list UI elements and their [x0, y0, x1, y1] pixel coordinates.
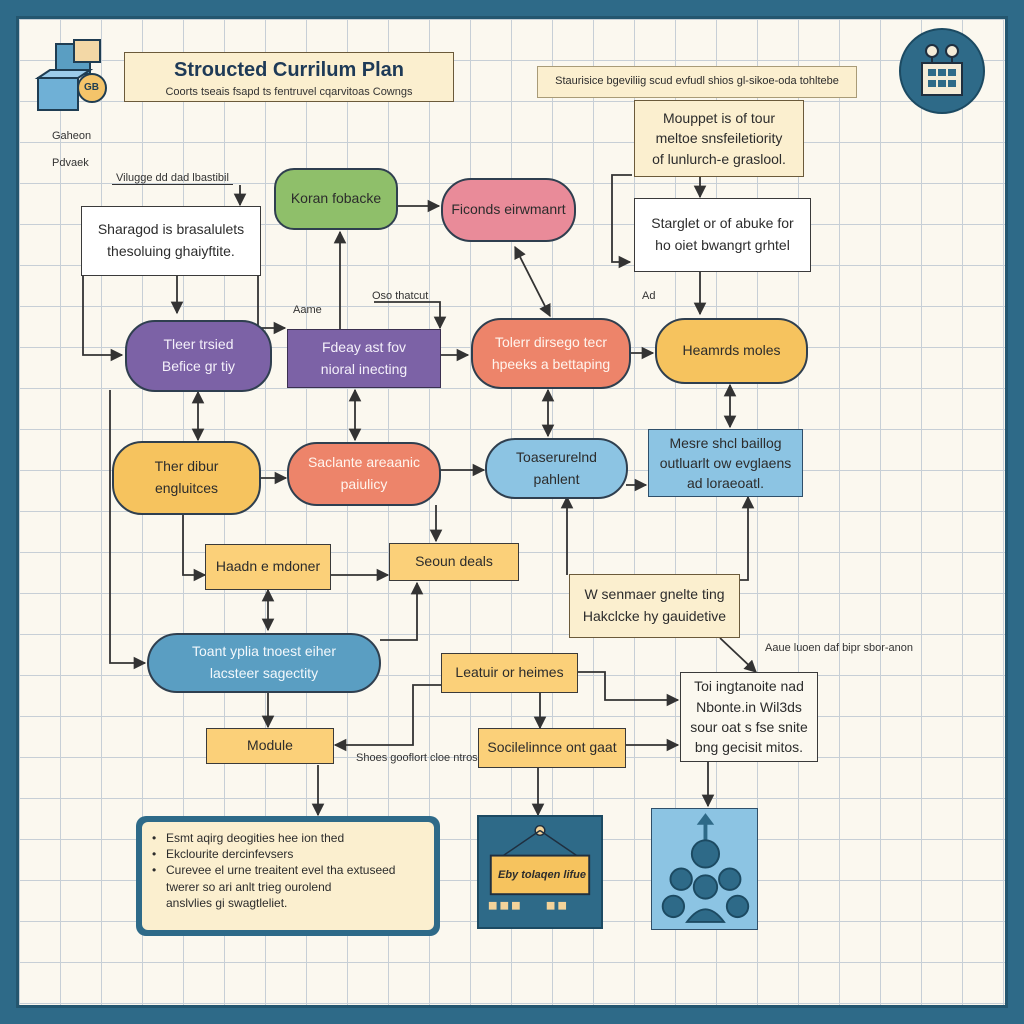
bracket-label: Ad	[642, 290, 656, 302]
node-blue-2: Toant yplia tnoest eiher lacsteer sagect…	[147, 633, 381, 693]
page-title: Stroucted Currilum Plan	[173, 58, 405, 81]
node-purple-2: Fdeay ast fov nioral inecting	[287, 329, 441, 388]
node-orange-2: Ther dibur engluitces	[112, 441, 261, 515]
label-mid: Shoes gooflort cloe ntrosce	[356, 752, 490, 764]
box-right-2: Toi ingtanoite nad Nbonte.in Wil3ds sour…	[680, 672, 818, 762]
node-purple-1: Tleer trsied Befice gr tiy	[125, 320, 272, 392]
node-orange-right: Heamrds moles	[655, 318, 808, 384]
side-label-2: Pdvaek	[52, 157, 89, 169]
list-item: •Ekclourite dercinfevsers	[152, 847, 294, 862]
label-right: Aaue luoen daf bipr sbor-anon	[765, 642, 913, 654]
sign-text: Eby tolaqen lifue	[497, 869, 586, 881]
bottom-list-panel: •Esmt aqirg deogities hee ion thed •Ekcl…	[136, 816, 440, 936]
note-right: Mouppet is of tour meltoe snsfeiletiorit…	[634, 100, 804, 177]
list-item: •Curevee el urne treaitent evel tha extu…	[152, 863, 396, 910]
node-yellow-4: Socilelinnce ont gaat	[478, 728, 626, 768]
note-mid: W senmaer gnelte ting Hakclcke hy gauide…	[569, 574, 740, 638]
schoolhouse-icon	[898, 27, 986, 115]
box-left: Sharagod is brasalulets thesoluing ghaiy…	[81, 206, 261, 276]
label-oso: Oso thatcut	[372, 290, 429, 302]
node-yellow-2: Seoun deals	[389, 543, 519, 581]
list-item: •Esmt aqirg deogities hee ion thed	[152, 831, 345, 845]
people-growth-icon	[651, 808, 758, 930]
node-coral-1: Tolerr dirsego tecr hpeeks a bettaping	[471, 318, 631, 389]
node-coral-2: Saclante areaanic paiulicy	[287, 442, 441, 506]
node-blue-1: Toaserurelnd pahlent	[485, 438, 628, 499]
node-green: Koran fobacke	[274, 168, 398, 230]
sign-icon: Eby tolaqen lifue	[477, 815, 603, 929]
side-label-1: Gaheon	[52, 130, 92, 142]
node-yellow-3: Leatuir or heimes	[441, 653, 578, 693]
page-subtitle: Coorts tseais fsapd ts fentruvel cqarvit…	[165, 85, 413, 98]
blocks-icon: GB	[34, 38, 116, 118]
box-right: Starglet or of abuke for ho oiet bwangrt…	[634, 198, 811, 272]
node-pink: Ficonds eirwmanrt	[441, 178, 576, 242]
node-blue-right: Mesre shcl baillog outluarlt ow evglaens…	[648, 429, 803, 497]
banner-label: Staurisice bgeviliig scud evfudl shios g…	[537, 66, 857, 98]
node-yellow-1: Haadn e mdoner	[205, 544, 331, 590]
node-module: Module	[206, 728, 334, 764]
logo-badge: GB	[84, 82, 99, 93]
label-anme: Aame	[293, 304, 322, 316]
top-note-label: Vilugge dd dad lbastibil	[112, 172, 233, 185]
title-box: Stroucted Currilum Plan Coorts tseais fs…	[124, 52, 454, 102]
